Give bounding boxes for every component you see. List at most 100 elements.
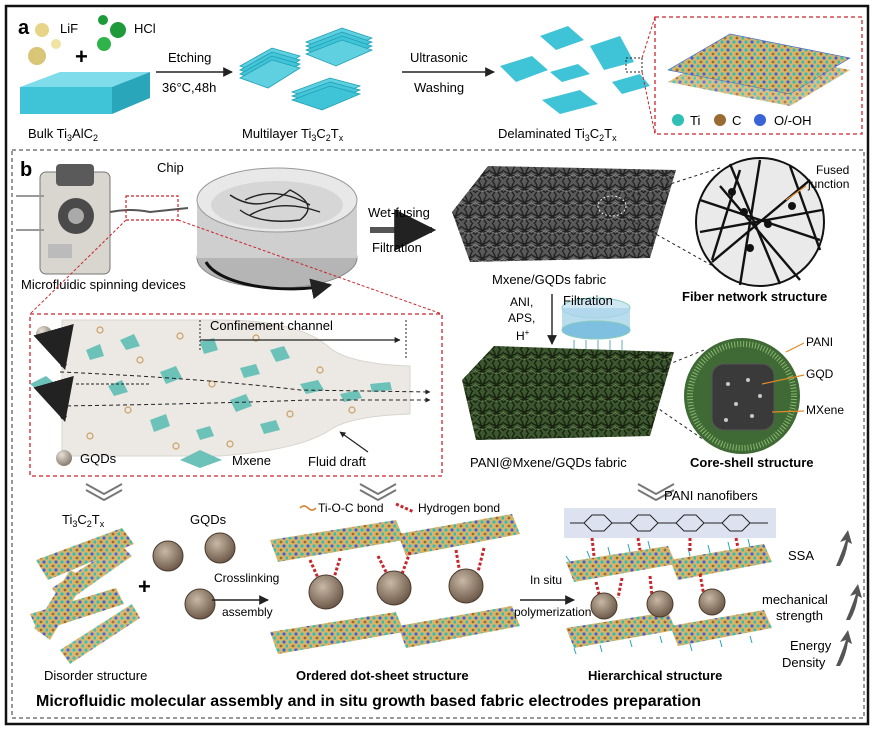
multilayer-label: Multilayer Ti3C2Tx xyxy=(242,126,344,143)
gqds-legend: GQDs xyxy=(80,451,117,466)
lif-particle xyxy=(51,39,61,49)
bottom-title: Microfluidic molecular assembly and in s… xyxy=(36,693,701,710)
legend-c: C xyxy=(732,113,741,128)
plus-sign-b: + xyxy=(138,574,151,599)
insitu-label-2: polymerization xyxy=(514,605,591,619)
delaminated-label: Delaminated Ti3C2Tx xyxy=(498,126,617,143)
energy-label-1: Energy xyxy=(790,638,832,653)
pani-fabric xyxy=(462,346,674,440)
mxene-fabric-label: Mxene/GQDs fabric xyxy=(492,272,607,287)
energy-up-arrow xyxy=(836,630,852,666)
confinement-label: Confinement channel xyxy=(210,318,333,333)
fluid-draft-label: Fluid draft xyxy=(308,454,366,469)
chip-zoom-line xyxy=(29,219,127,315)
pani-chain xyxy=(570,514,768,532)
collection-bath xyxy=(196,167,358,300)
hcl-particle xyxy=(97,37,111,51)
hydrogen-bond-label: Hydrogen bond xyxy=(418,501,500,515)
lattice-crystal xyxy=(667,33,851,106)
panel-b-letter: b xyxy=(20,159,32,181)
chip-label: Chip xyxy=(157,160,184,175)
zoom-line-top xyxy=(641,16,656,59)
fused-junction-pointer xyxy=(785,185,807,201)
zoom-line-bottom xyxy=(641,71,656,135)
pani-fibers-on-sheets xyxy=(565,538,753,655)
multilayer-flakes xyxy=(239,27,374,111)
device-label: Microfluidic spinning devices xyxy=(21,277,186,292)
hierarchical-label: Hierarchical structure xyxy=(588,668,722,683)
mxene-flakes-in-channel xyxy=(86,334,392,440)
flow-line xyxy=(59,371,431,395)
ordered-gqds xyxy=(308,568,484,610)
core-shell-gqd: GQD xyxy=(806,367,834,381)
bulk-label: Bulk Ti3AlC2 xyxy=(28,126,98,143)
hcl-particle xyxy=(110,22,126,38)
mxene-pointer xyxy=(771,410,805,413)
crosslinking-label-2: assembly xyxy=(222,605,273,619)
hydrogen-bond-icon xyxy=(395,502,415,514)
fiber-network-lines xyxy=(699,159,823,286)
gqds-in-channel xyxy=(86,326,356,450)
lif-particle xyxy=(35,23,49,37)
gqd-spheres xyxy=(152,532,236,620)
mxene-core xyxy=(711,363,775,431)
plus-sign: + xyxy=(75,44,88,69)
mech-label-2: strength xyxy=(776,608,823,623)
mxene-legend: Mxene xyxy=(232,453,271,468)
reagent-ani: ANI, xyxy=(510,295,533,309)
chip-zoom-line xyxy=(177,219,443,315)
delaminated-flakes xyxy=(500,26,650,114)
panel-a-letter: a xyxy=(18,17,30,39)
core-shell-pani: PANI xyxy=(806,335,833,349)
legend-ti-dot xyxy=(672,114,684,126)
filtration-beaker xyxy=(561,297,631,350)
flow-line xyxy=(59,397,431,407)
ordered-label: Ordered dot-sheet structure xyxy=(296,668,469,683)
inlet-arrow-top xyxy=(33,323,74,371)
tioc-bond-icon xyxy=(299,505,317,511)
zoom-line xyxy=(639,395,705,441)
gqd-pointer xyxy=(761,374,805,385)
tioc-bond-label: Ti-O-C bond xyxy=(318,501,384,515)
fluid-draft-pointer xyxy=(339,431,369,453)
gqds-legend-icon xyxy=(56,450,72,466)
legend-c-dot xyxy=(714,114,726,126)
filtration-2-label: Filtration xyxy=(563,293,613,308)
hcl-particle xyxy=(98,15,108,25)
core-shell-mxene: MXene xyxy=(806,403,844,417)
reagent-aps: APS, xyxy=(508,311,535,325)
ultrasonic-label: Ultrasonic xyxy=(410,50,468,65)
disorder-sheets xyxy=(30,528,140,664)
panel-b: b Microfluidic spinning devices Chip Wet… xyxy=(16,157,862,710)
fabric-zoom-mark xyxy=(597,195,627,217)
gqd-dots xyxy=(724,378,762,422)
bulk-block xyxy=(20,72,150,114)
fused-junction-label-1: Fused xyxy=(816,163,849,177)
energy-label-2: Density xyxy=(782,655,826,670)
etching-label: Etching xyxy=(168,50,211,65)
legend-ti: Ti xyxy=(690,113,700,128)
inlet-arrow-bottom xyxy=(33,375,74,423)
panel-b-border xyxy=(11,149,865,719)
zoom-box-small xyxy=(625,57,643,73)
disorder-label: Disorder structure xyxy=(44,668,147,683)
mech-label-1: mechanical xyxy=(762,592,828,607)
tubing xyxy=(109,207,189,214)
mxene-gqds-fabric xyxy=(452,166,676,262)
ti3c2tx-label: Ti3C2Tx xyxy=(62,512,105,529)
fiber-network-title: Fiber network structure xyxy=(682,289,827,304)
pani-shell-fibers xyxy=(687,341,797,451)
hierarchical-gqds xyxy=(590,588,726,620)
pani-fabric-label: PANI@Mxene/GQDs fabric xyxy=(470,455,627,470)
pani-pointer xyxy=(785,342,805,353)
hydrogen-bonds-hier xyxy=(590,537,740,599)
filtration-label: Filtration xyxy=(372,240,422,255)
core-shell-title: Core-shell structure xyxy=(690,455,814,470)
ordered-sheets xyxy=(270,514,520,654)
ssa-label: SSA xyxy=(788,548,814,563)
legend-o-dot xyxy=(754,114,766,126)
insitu-label-1: In situ xyxy=(530,573,562,587)
legend-o: O/-OH xyxy=(774,113,812,128)
